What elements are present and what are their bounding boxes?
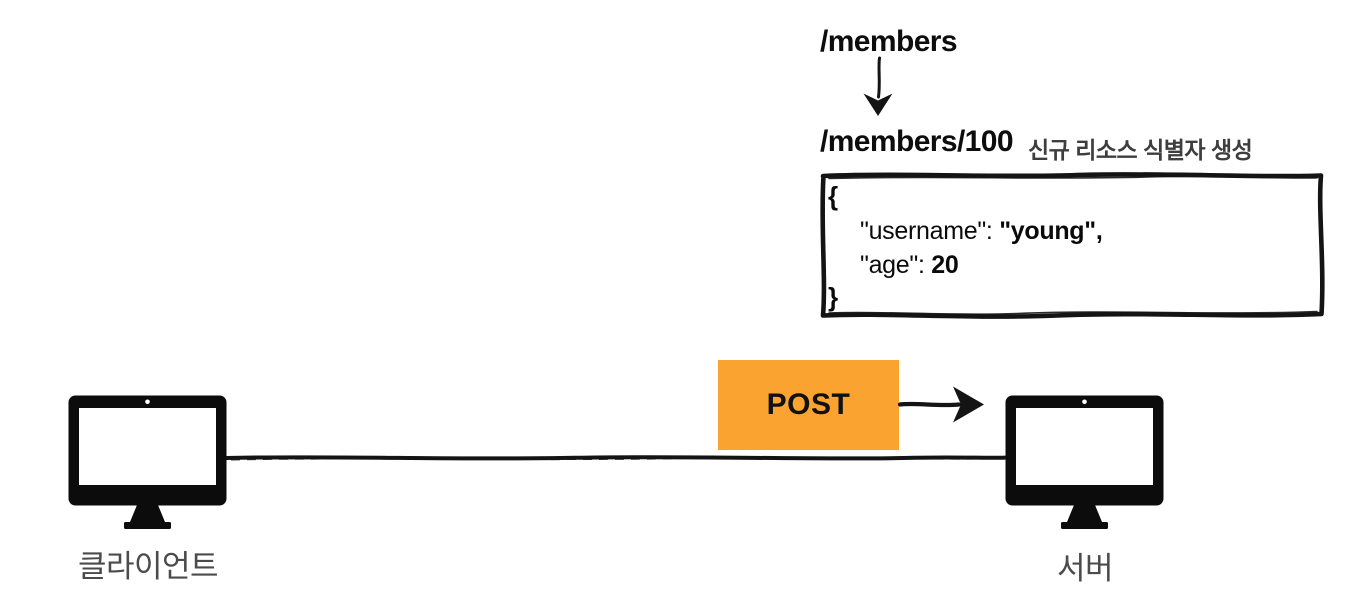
request-body-box: { "username": "young", "age": 20 }: [817, 169, 1327, 321]
json-value-username: "young",: [999, 217, 1103, 245]
json-open-brace: {: [828, 181, 838, 211]
client-node-label: 클라이언트: [77, 549, 219, 584]
json-entry-age: "age": 20: [860, 250, 959, 280]
uri-members-100-label: /members/100: [820, 125, 1014, 158]
client-monitor-icon: [68, 395, 227, 529]
new-resource-annotation: 신규 리소스 식별자 생성: [1028, 137, 1253, 163]
post-method-box: POST: [718, 360, 899, 450]
down-arrow-icon: [863, 56, 893, 116]
json-close-brace: }: [828, 282, 838, 312]
client-server-connection-line: [225, 455, 1007, 461]
json-value-age: 20: [931, 251, 959, 279]
json-key-age: "age":: [860, 251, 925, 279]
right-arrow-icon: [898, 386, 984, 423]
sketch-border: [820, 172, 1325, 319]
server-monitor-icon: [1005, 395, 1164, 529]
json-key-username: "username":: [860, 217, 993, 245]
server-node-label: 서버: [1056, 551, 1114, 586]
uri-members-label: /members: [820, 25, 958, 58]
post-method-label: POST: [766, 388, 851, 421]
json-entry-username: "username": "young",: [860, 216, 1103, 246]
